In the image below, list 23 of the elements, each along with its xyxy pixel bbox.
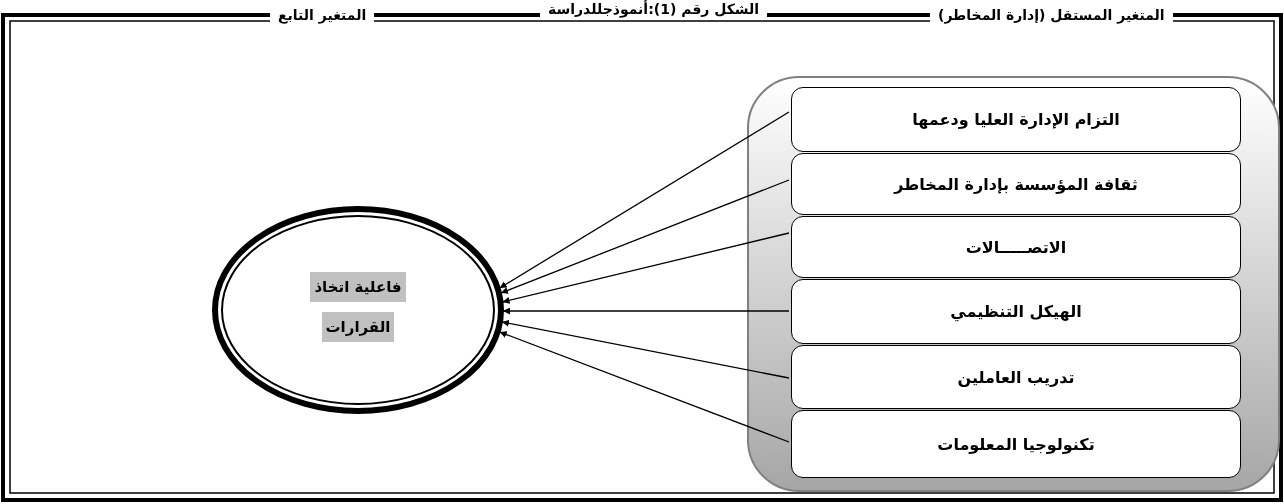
box-label: التزام الإدارة العليا ودعمها (912, 110, 1120, 129)
factor-box (791, 153, 1241, 215)
arrow (501, 232, 790, 304)
arrow (499, 331, 790, 443)
group-panel (747, 76, 1280, 492)
box-label: تدريب العاملين (957, 367, 1075, 387)
ellipse-node (211, 205, 505, 415)
box-label: الهيكل التنظيمي (950, 302, 1082, 321)
factor-box (791, 345, 1241, 409)
factor-box (791, 279, 1241, 344)
arrow (501, 319, 790, 379)
factor-box (791, 410, 1241, 478)
column-heading: المتغير التابع (270, 6, 375, 24)
box-label: تكنولوجيا المعلومات (937, 434, 1095, 454)
factor-box (791, 87, 1241, 152)
column-heading: المتغير المستقل (إدارة المخاطر) (930, 6, 1173, 24)
diagram-title: الشكل رقم (1):أنموذجللدراسة (540, 0, 768, 18)
arrow (502, 307, 790, 315)
box-label: ثقافة المؤسسة بإدارة المخاطر (894, 174, 1138, 194)
arrow (499, 111, 790, 289)
factor-box (791, 216, 1241, 278)
box-label: الاتصـــــالات (965, 237, 1067, 257)
arrow (500, 179, 790, 294)
